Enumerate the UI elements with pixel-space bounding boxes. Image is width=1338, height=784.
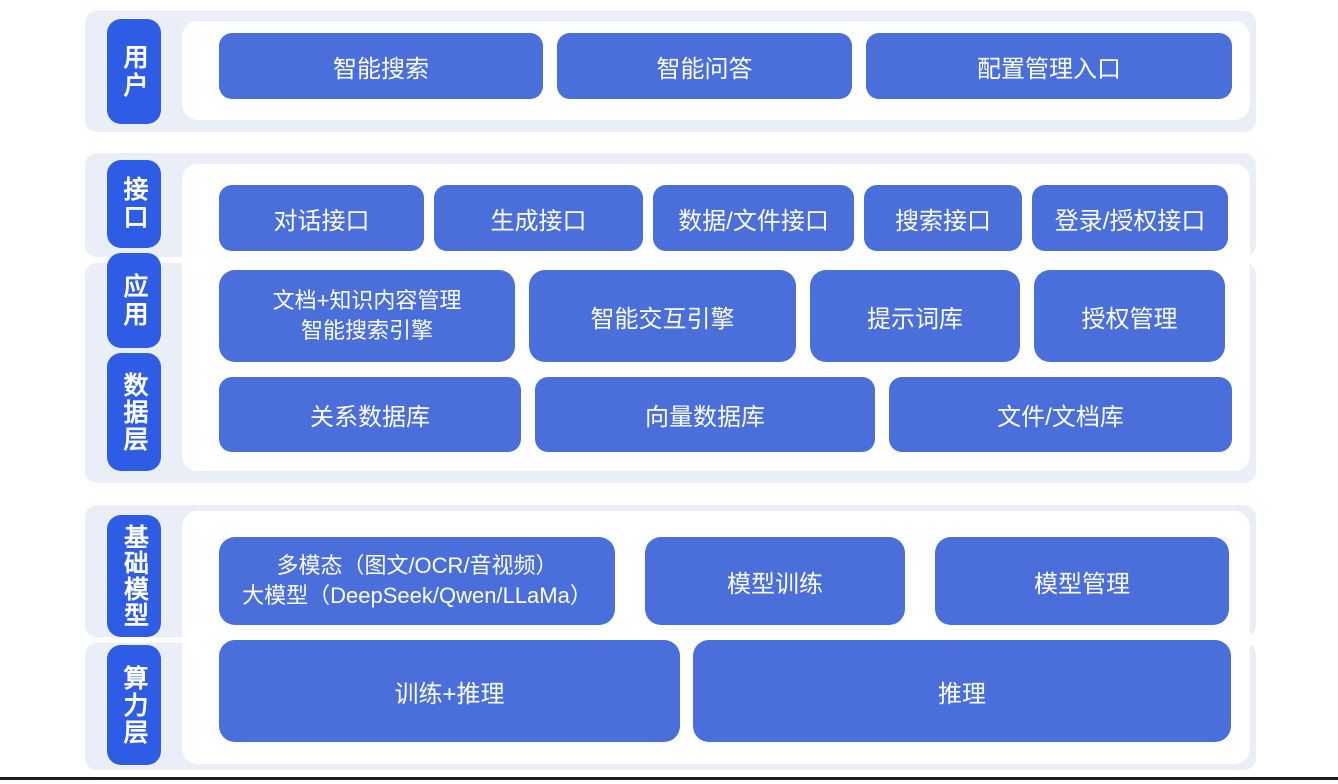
layer-label-text: 基础模型 [120, 524, 149, 628]
user-layer-row: 智能搜索 智能问答 配置管理入口 [219, 33, 1232, 99]
block-label: 向量数据库 [645, 404, 765, 431]
application-layer-label: 应用 [107, 253, 161, 348]
vector-db-block: 向量数据库 [535, 377, 875, 452]
block-label: 提示词库 [867, 305, 963, 333]
search-api-block: 搜索接口 [864, 185, 1022, 251]
model-management-block: 模型管理 [935, 537, 1229, 625]
user-layer-label: 用户 [107, 19, 161, 124]
block-label-line: 多模态（图文/OCR/音视频） [276, 553, 558, 578]
interface-application-data-band: 接口 应用 数据层 对话接口 生成接口 数据/文件接口 搜索接口 登录/授权接口 [85, 153, 1256, 483]
login-auth-api-block: 登录/授权接口 [1032, 185, 1228, 251]
block-label: 登录/授权接口 [1054, 207, 1206, 235]
layer-label-text: 数据层 [120, 371, 148, 453]
block-label: 智能交互引擎 [590, 305, 735, 333]
bottom-border-line [0, 777, 1338, 780]
block-label: 对话接口 [273, 207, 370, 235]
block-label: 关系数据库 [310, 404, 430, 431]
block-label: 训练+推理 [394, 680, 505, 708]
model-training-block: 模型训练 [645, 537, 905, 625]
block-label: 文件/文档库 [997, 404, 1124, 431]
multimodal-llm-block: 多模态（图文/OCR/音视频） 大模型（DeepSeek/Qwen/LLaMa） [219, 537, 615, 625]
block-label: 模型管理 [1034, 570, 1130, 598]
relational-db-block: 关系数据库 [219, 377, 521, 452]
training-inference-block: 训练+推理 [219, 640, 680, 742]
foundation-model-compute-band: 基础模型 算力层 多模态（图文/OCR/音视频） 大模型（DeepSeek/Qw… [85, 505, 1256, 770]
user-layer-band: 用户 智能搜索 智能问答 配置管理入口 [85, 11, 1256, 132]
smart-qa-block: 智能问答 [557, 33, 852, 99]
prompt-library-block: 提示词库 [810, 270, 1020, 362]
generation-api-block: 生成接口 [434, 185, 643, 251]
block-label-line: 文档+知识内容管理 [272, 288, 462, 313]
block-label-line: 智能搜索引擎 [300, 318, 433, 343]
dialog-api-block: 对话接口 [219, 185, 424, 251]
compute-layer-label: 算力层 [107, 645, 161, 765]
foundation-model-layer-label: 基础模型 [107, 515, 161, 637]
file-doc-store-block: 文件/文档库 [889, 377, 1232, 452]
block-label: 模型训练 [727, 570, 823, 598]
block-label: 智能问答 [656, 55, 753, 83]
data-layer-label: 数据层 [107, 353, 161, 471]
block-label: 生成接口 [490, 207, 587, 235]
block-label: 授权管理 [1081, 305, 1178, 333]
compute-row: 训练+推理 推理 [219, 640, 1231, 742]
block-label-line: 大模型（DeepSeek/Qwen/LLaMa） [242, 583, 592, 608]
application-row: 文档+知识内容管理 智能搜索引擎 智能交互引擎 提示词库 授权管理 [219, 270, 1225, 362]
data-row: 关系数据库 向量数据库 文件/文档库 [219, 377, 1232, 452]
config-management-entry-block: 配置管理入口 [866, 33, 1232, 99]
block-label: 配置管理入口 [977, 55, 1121, 83]
data-file-api-block: 数据/文件接口 [653, 185, 854, 251]
layer-label-text: 接口 [120, 176, 148, 232]
layer-label-text: 用户 [120, 43, 148, 100]
doc-knowledge-search-engine-block: 文档+知识内容管理 智能搜索引擎 [219, 270, 515, 362]
block-label: 智能搜索 [333, 55, 429, 83]
layer-label-text: 应用 [120, 272, 148, 329]
layer-label-text: 算力层 [120, 664, 148, 746]
smart-search-block: 智能搜索 [219, 33, 543, 99]
inference-block: 推理 [693, 640, 1231, 742]
smart-interaction-engine-block: 智能交互引擎 [529, 270, 796, 362]
block-label: 推理 [938, 680, 986, 708]
block-label: 数据/文件接口 [678, 207, 829, 235]
interface-row: 对话接口 生成接口 数据/文件接口 搜索接口 登录/授权接口 [219, 185, 1228, 251]
block-label: 搜索接口 [895, 207, 991, 235]
interface-layer-label: 接口 [107, 160, 161, 248]
foundation-model-row: 多模态（图文/OCR/音视频） 大模型（DeepSeek/Qwen/LLaMa）… [219, 537, 1229, 625]
authorization-management-block: 授权管理 [1034, 270, 1225, 362]
